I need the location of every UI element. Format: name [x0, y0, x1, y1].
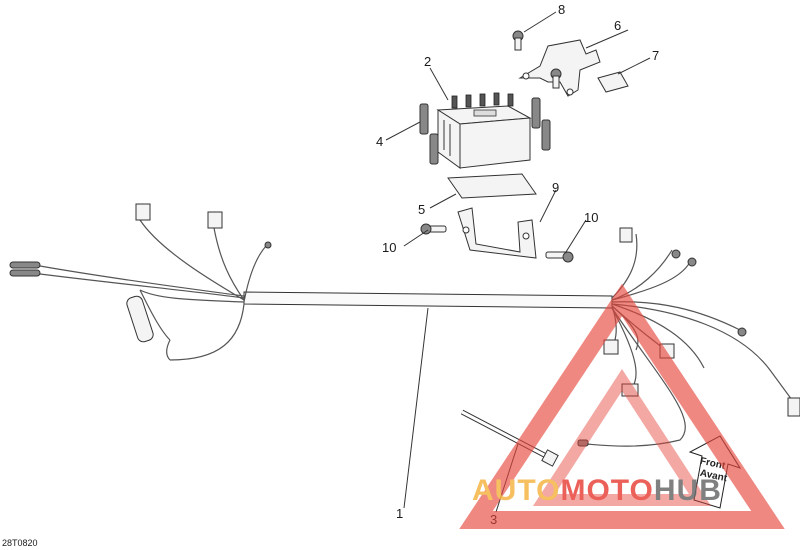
callout-9: 9 — [552, 180, 559, 195]
foam-pad — [597, 71, 629, 93]
wiring-harness — [9, 203, 800, 447]
strap-bracket — [518, 39, 601, 97]
callout-5: 5 — [418, 202, 425, 217]
callout-10-right: 10 — [584, 210, 598, 225]
cable-tie — [460, 409, 559, 467]
callout-6: 6 — [614, 18, 621, 33]
svg-text:AUTOMOTOHUB: AUTOMOTOHUB — [472, 474, 722, 507]
diagram-code: 28T0820 — [2, 538, 38, 548]
watermark-moto: MOTO — [560, 474, 653, 507]
screws-8 — [512, 30, 562, 89]
callout-7: 7 — [652, 48, 659, 63]
callout-1: 1 — [396, 506, 403, 521]
callout-2: 2 — [424, 54, 431, 69]
battery-pads — [419, 97, 551, 165]
watermark-auto: AUTO — [472, 474, 560, 507]
leader-lines — [385, 11, 651, 513]
battery — [436, 92, 532, 169]
callout-8: 8 — [558, 2, 565, 17]
battery-bracket — [457, 207, 537, 259]
screws-10 — [420, 223, 574, 263]
battery-plate — [447, 173, 537, 199]
callout-4: 4 — [376, 134, 383, 149]
watermark: AUTOMOTOHUB — [459, 283, 785, 529]
watermark-triangle-logo — [459, 283, 785, 529]
watermark-hub: HUB — [654, 474, 722, 507]
callout-10-left: 10 — [382, 240, 396, 255]
